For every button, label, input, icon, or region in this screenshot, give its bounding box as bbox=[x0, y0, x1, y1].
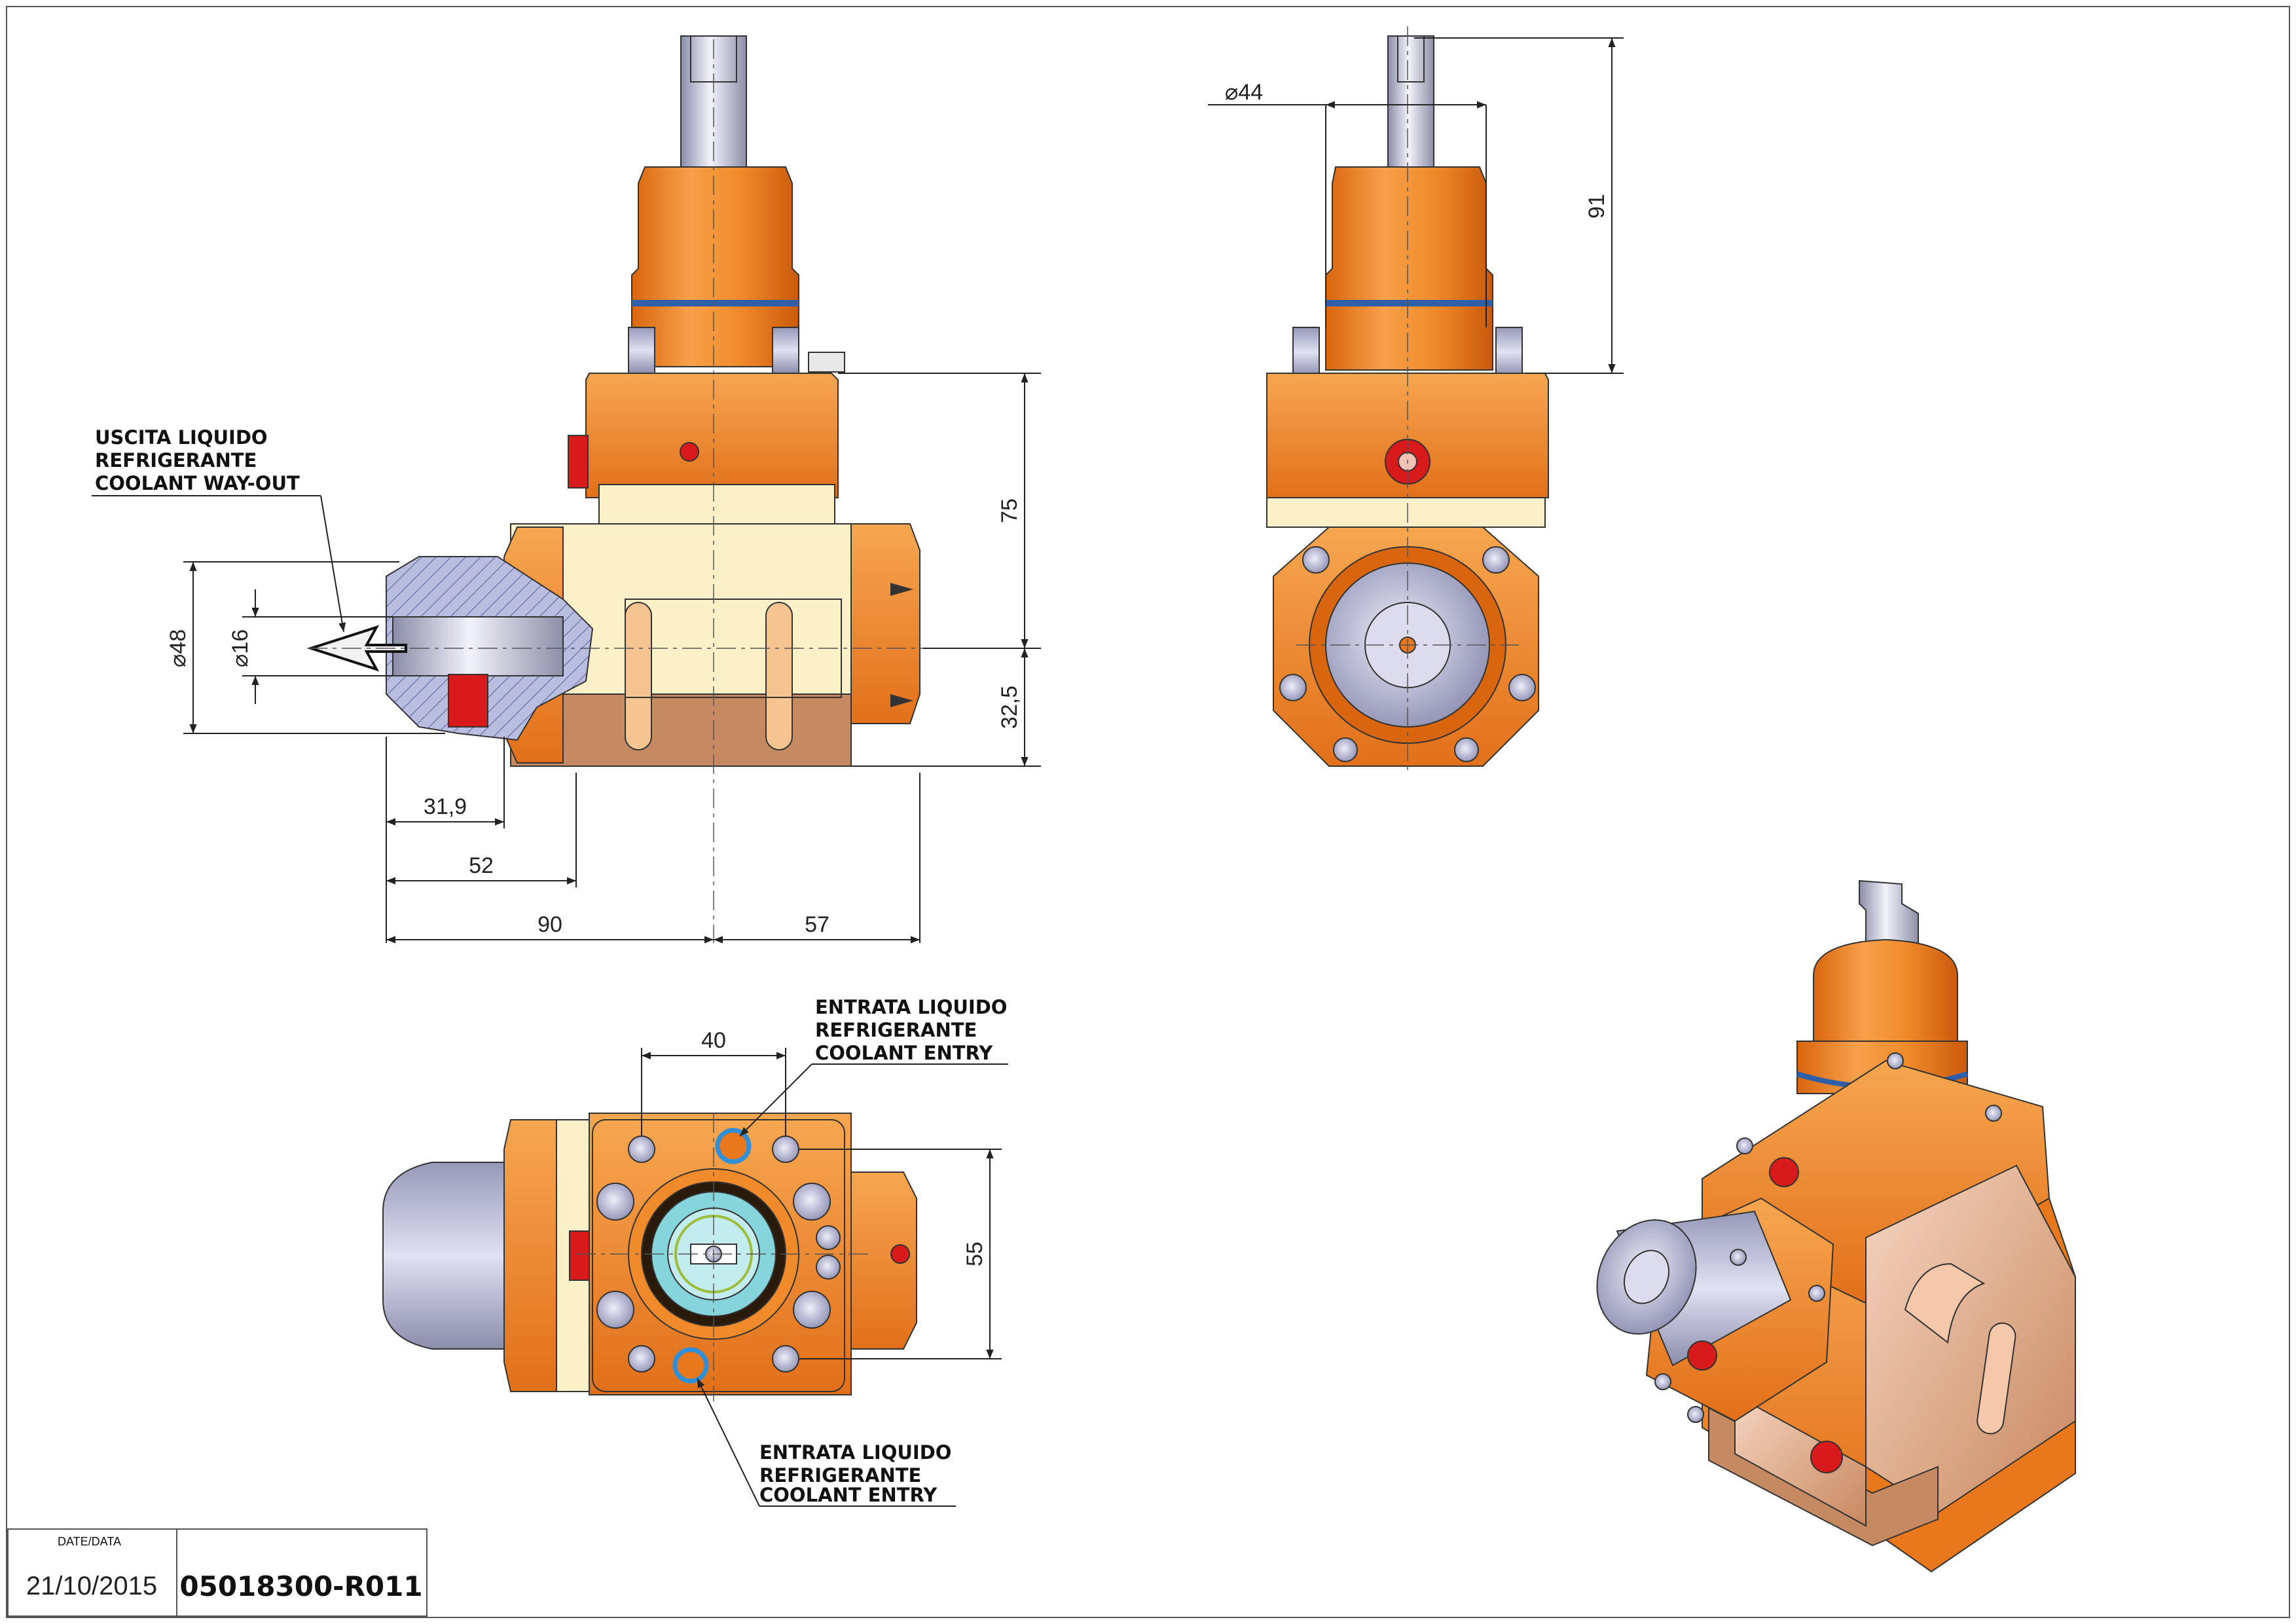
note-coolant-entry-top-1: ENTRATA LIQUIDO bbox=[815, 996, 1007, 1018]
dim-dia-48: ⌀48 bbox=[166, 629, 191, 667]
iso-spindle-housing bbox=[1813, 938, 1958, 1048]
note-coolant-out-3: COOLANT WAY-OUT bbox=[95, 472, 300, 494]
dim-52: 52 bbox=[469, 853, 494, 878]
grease-nipple bbox=[890, 1244, 910, 1264]
note-coolant-entry-bottom-3: COOLANT ENTRY bbox=[759, 1484, 938, 1506]
dimension-lines bbox=[641, 1048, 1008, 1507]
dimension-lines bbox=[92, 373, 1041, 944]
dim-91: 91 bbox=[1584, 194, 1609, 219]
note-coolant-out-2: REFRIGERANTE bbox=[95, 449, 257, 471]
shaft-tang bbox=[1397, 35, 1425, 83]
slot-left bbox=[625, 602, 652, 750]
dim-55: 55 bbox=[962, 1242, 987, 1266]
spindle-housing bbox=[1325, 166, 1493, 371]
dim-32-5: 32,5 bbox=[997, 686, 1022, 729]
housing-oring bbox=[1326, 300, 1493, 306]
dim-dia-16: ⌀16 bbox=[228, 629, 253, 667]
note-coolant-entry-bottom-2: REFRIGERANTE bbox=[759, 1464, 921, 1486]
coolant-entry-port-top bbox=[715, 1128, 752, 1164]
slot-right bbox=[765, 602, 793, 750]
iso-slot-2 bbox=[1977, 1322, 2016, 1435]
iso-red-plug bbox=[1687, 1340, 1717, 1371]
iso-nose-bore bbox=[1623, 1249, 1670, 1304]
side-plug bbox=[569, 1230, 590, 1281]
coolant-plug bbox=[448, 674, 488, 728]
iso-red-plug bbox=[1810, 1441, 1843, 1473]
housing-oring bbox=[632, 300, 799, 306]
dim-31-9: 31,9 bbox=[424, 794, 467, 819]
left-collar bbox=[503, 1119, 557, 1392]
upper-body bbox=[585, 373, 839, 498]
iso-red-plug bbox=[1769, 1157, 1799, 1187]
dim-90: 90 bbox=[538, 912, 562, 937]
iso-screws bbox=[1654, 1052, 2002, 1423]
dim-dia-44: ⌀44 bbox=[1225, 80, 1263, 105]
flange-notch bbox=[890, 583, 913, 707]
isometric-view bbox=[1596, 879, 2076, 1573]
dim-57: 57 bbox=[805, 912, 829, 937]
date-label: DATE/DATA bbox=[58, 1535, 121, 1548]
title-block: DATE/DATA 21/10/2015 05018300-R011 bbox=[7, 1528, 428, 1617]
sheet-border bbox=[6, 6, 2290, 1618]
plan-view: 40 55 ENTRATA LIQUIDO REFRIGERANTE COOLA… bbox=[382, 996, 1008, 1507]
body-strip bbox=[598, 484, 835, 525]
drawing-date: 21/10/2015 bbox=[26, 1572, 157, 1600]
title-block-frame bbox=[7, 1528, 428, 1617]
side-view: 75 32,5 ⌀48 ⌀16 31,9 52 90 57 USCITA LIQ… bbox=[92, 35, 1041, 944]
dimension-lines bbox=[1208, 37, 1624, 374]
iso-slot bbox=[1904, 1263, 1986, 1344]
body-strip bbox=[1266, 497, 1546, 528]
note-coolant-entry-top-2: REFRIGERANTE bbox=[815, 1019, 977, 1041]
dim-40: 40 bbox=[701, 1028, 726, 1053]
note-coolant-entry-top-3: COOLANT ENTRY bbox=[815, 1042, 993, 1064]
output-nose bbox=[382, 1162, 511, 1350]
grease-nipple bbox=[680, 442, 699, 462]
side-plug bbox=[568, 435, 589, 489]
right-flange bbox=[850, 523, 920, 724]
flange-screws bbox=[596, 1135, 841, 1373]
dim-75: 75 bbox=[997, 498, 1022, 523]
cap-screw bbox=[772, 327, 799, 374]
cap-screw bbox=[628, 327, 655, 374]
cap-screw bbox=[1495, 327, 1523, 377]
side-tab bbox=[808, 352, 845, 373]
flange-screws bbox=[1279, 546, 1536, 762]
bronze-base bbox=[510, 693, 852, 767]
drawing-code: 05018300-R011 bbox=[179, 1570, 422, 1602]
coolant-channel bbox=[392, 616, 564, 676]
front-view: ⌀44 91 bbox=[1208, 26, 1624, 773]
note-coolant-entry-bottom-1: ENTRATA LIQUIDO bbox=[759, 1441, 951, 1464]
coolant-entry-port-bottom bbox=[672, 1347, 709, 1384]
cap-screw bbox=[1292, 327, 1320, 377]
note-coolant-out-1: USCITA LIQUIDO bbox=[95, 426, 268, 449]
